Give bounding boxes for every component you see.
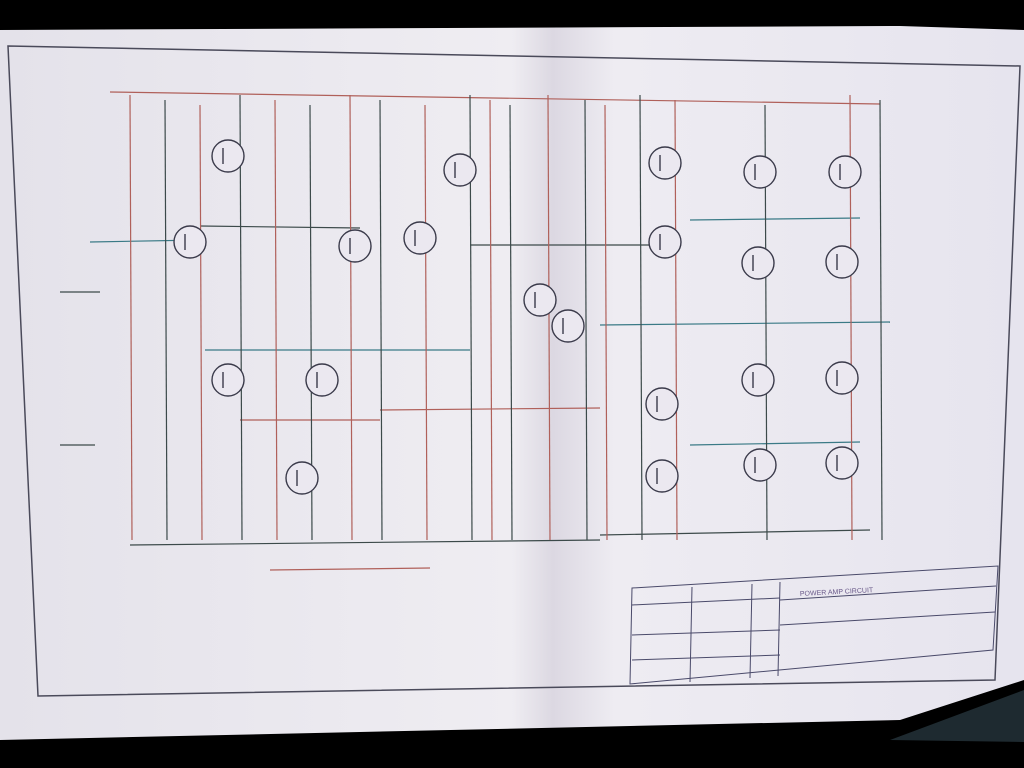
wire xyxy=(489,99,493,541)
wire xyxy=(109,91,881,105)
drawing-border xyxy=(7,45,1021,697)
transistor-symbol xyxy=(523,283,557,317)
wire xyxy=(547,94,551,541)
transistor-symbol xyxy=(645,387,679,421)
wire xyxy=(584,99,588,541)
transistor-symbol xyxy=(443,153,477,187)
title-block xyxy=(629,565,999,685)
wire xyxy=(689,441,861,446)
schematic-wires xyxy=(60,91,891,571)
wire xyxy=(599,529,871,536)
wire xyxy=(164,99,168,541)
wire xyxy=(129,539,601,546)
wire xyxy=(349,94,353,541)
title-block-title: POWER AMP CIRCUIT xyxy=(800,587,874,598)
wire xyxy=(274,99,278,541)
wire xyxy=(129,94,133,541)
transistor-symbol xyxy=(743,155,777,189)
wire xyxy=(379,99,383,541)
transistor-symbol xyxy=(648,225,682,259)
transistor-symbol xyxy=(828,155,862,189)
wire xyxy=(379,407,601,411)
transistor-symbol xyxy=(173,225,207,259)
transistor-symbol xyxy=(825,446,859,480)
wire xyxy=(604,104,608,541)
wire xyxy=(199,104,203,541)
wire xyxy=(239,94,243,541)
wire xyxy=(599,321,891,326)
schematic-photo: POWER AMP CIRCUIT xyxy=(0,26,1024,742)
wire xyxy=(269,567,431,571)
transistor-symbol xyxy=(211,139,245,173)
transistor-symbol xyxy=(305,363,339,397)
paper-sheet xyxy=(0,26,1024,740)
transistor-symbol xyxy=(338,229,372,263)
wire xyxy=(879,99,883,541)
transistor-symbol xyxy=(825,361,859,395)
transistor-symbol xyxy=(403,221,437,255)
transistor-symbol xyxy=(743,448,777,482)
transistor-symbol xyxy=(551,309,585,343)
wire xyxy=(199,225,361,229)
transistor-symbol xyxy=(741,363,775,397)
transistor-symbol xyxy=(741,246,775,280)
transistor-symbol xyxy=(645,459,679,493)
wire xyxy=(639,94,643,541)
transistor-symbol xyxy=(825,245,859,279)
wire xyxy=(509,104,513,541)
transistor-symbol xyxy=(648,146,682,180)
wire xyxy=(424,104,428,541)
transistor-symbol xyxy=(285,461,319,495)
wire xyxy=(689,217,861,221)
transistor-symbol xyxy=(211,363,245,397)
shadow xyxy=(890,690,1024,742)
schematic-components xyxy=(173,139,862,495)
